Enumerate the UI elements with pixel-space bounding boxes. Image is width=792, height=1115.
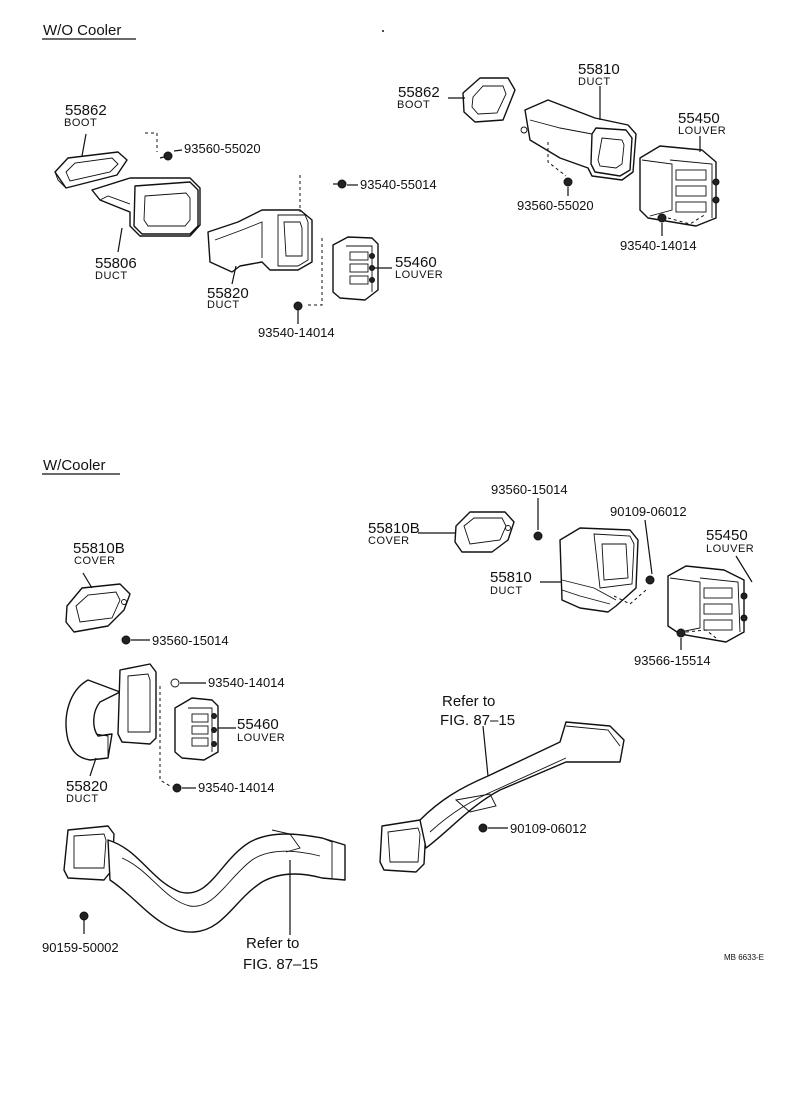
screw-icon bbox=[563, 177, 573, 187]
fastener-label: 90109-06012 bbox=[610, 504, 687, 519]
fastener-label: 93560-55020 bbox=[517, 198, 594, 213]
screw-icon bbox=[333, 179, 347, 189]
section-title-without-cooler: W/O Cooler bbox=[43, 22, 121, 39]
leader-line bbox=[117, 227, 123, 253]
screw-icon bbox=[645, 575, 655, 585]
floor-duct-drawing bbox=[379, 721, 625, 873]
louver-55460-drawing bbox=[332, 236, 379, 301]
fastener-label: 93540-14014 bbox=[198, 780, 275, 795]
part-name-label: LOUVER bbox=[395, 269, 443, 281]
part-name-label: COVER bbox=[74, 555, 116, 567]
boot-55862-drawing bbox=[462, 77, 516, 123]
drawing-code: MB 6633-E bbox=[724, 953, 764, 962]
leader-line bbox=[644, 519, 653, 575]
fastener-label: 93560-55020 bbox=[184, 141, 261, 156]
screw-icon bbox=[657, 213, 667, 223]
fastener-label: 90109-06012 bbox=[510, 821, 587, 836]
screw-icon bbox=[676, 628, 686, 638]
part-name-label: DUCT bbox=[66, 793, 99, 805]
duct-55810-drawing bbox=[559, 527, 639, 613]
duct-55806-drawing bbox=[91, 177, 201, 237]
fastener-label: 93540-14014 bbox=[258, 325, 335, 340]
reference-figure: FIG. 87–15 bbox=[243, 956, 318, 973]
screw-icon bbox=[121, 635, 131, 645]
part-number-label: 55820 bbox=[207, 285, 249, 302]
louver-55450-drawing bbox=[639, 145, 720, 227]
reference-figure: FIG. 87–15 bbox=[440, 712, 515, 729]
screw-icon bbox=[79, 911, 89, 934]
fastener-label: 93540-14014 bbox=[208, 675, 285, 690]
part-number-label: 55460 bbox=[237, 716, 279, 733]
screw-icon bbox=[533, 531, 543, 541]
duct-55810-drawing bbox=[520, 99, 637, 181]
part-number-label: 55810 bbox=[578, 61, 620, 78]
leader-line bbox=[735, 555, 753, 583]
fastener-label: 93560-15014 bbox=[491, 482, 568, 497]
part-name-label: LOUVER bbox=[706, 543, 754, 555]
part-name-label: DUCT bbox=[95, 270, 128, 282]
louver-55450-drawing bbox=[667, 565, 748, 643]
screw-icon bbox=[293, 301, 303, 318]
assembly-line bbox=[685, 629, 717, 639]
screw-icon bbox=[159, 151, 173, 161]
part-number-label: 55810B bbox=[368, 520, 420, 537]
part-number-label: 55460 bbox=[395, 254, 437, 271]
reference-note: Refer to bbox=[442, 693, 495, 710]
floor-duct-drawing bbox=[63, 825, 346, 933]
part-number-label: 55450 bbox=[706, 527, 748, 544]
leader-line bbox=[173, 149, 183, 152]
part-number-label: 55450 bbox=[678, 110, 720, 127]
part-name-label: DUCT bbox=[578, 76, 611, 88]
cover-55810B-drawing bbox=[454, 511, 515, 553]
leader-line bbox=[482, 725, 489, 777]
leader-line bbox=[81, 133, 87, 157]
part-name-label: COVER bbox=[368, 535, 410, 547]
part-name-label: LOUVER bbox=[237, 732, 285, 744]
cover-55810B-drawing bbox=[65, 583, 131, 633]
screw-icon bbox=[172, 783, 182, 793]
assembly-line bbox=[667, 213, 707, 225]
part-name-label: LOUVER bbox=[678, 125, 726, 137]
screw-icon bbox=[478, 823, 488, 833]
fastener-label: 93566-15514 bbox=[634, 653, 711, 668]
part-name-label: BOOT bbox=[64, 117, 97, 129]
assembly-line bbox=[159, 686, 171, 787]
part-number-label: 55810B bbox=[73, 540, 125, 557]
part-number-label: 55810 bbox=[490, 569, 532, 586]
louver-55460-drawing bbox=[174, 697, 219, 761]
part-name-label: DUCT bbox=[490, 585, 523, 597]
reference-note: Refer to bbox=[246, 935, 299, 952]
screw-icon bbox=[170, 678, 180, 688]
fastener-label: 93540-55014 bbox=[360, 177, 437, 192]
boot-55862-drawing bbox=[54, 151, 128, 189]
duct-55820-drawing bbox=[65, 663, 157, 761]
leader-line bbox=[231, 265, 237, 285]
fastener-label: 93540-14014 bbox=[620, 238, 697, 253]
fastener-label: 90159-50002 bbox=[42, 940, 119, 955]
part-name-label: DUCT bbox=[207, 299, 240, 311]
leader-line bbox=[82, 572, 93, 589]
part-number-label: 55820 bbox=[66, 778, 108, 795]
assembly-line bbox=[613, 589, 647, 605]
part-number-label: 55862 bbox=[398, 84, 440, 101]
section-title-with-cooler: W/Cooler bbox=[43, 457, 106, 474]
speck bbox=[382, 30, 384, 32]
part-number-label: 55862 bbox=[65, 102, 107, 119]
part-name-label: BOOT bbox=[397, 99, 430, 111]
assembly-line bbox=[305, 238, 323, 306]
assembly-line bbox=[547, 142, 567, 177]
leader-line bbox=[89, 757, 97, 777]
assembly-line bbox=[145, 132, 158, 152]
duct-55820-drawing bbox=[207, 209, 313, 273]
part-number-label: 55806 bbox=[95, 255, 137, 272]
fastener-label: 93560-15014 bbox=[152, 633, 229, 648]
